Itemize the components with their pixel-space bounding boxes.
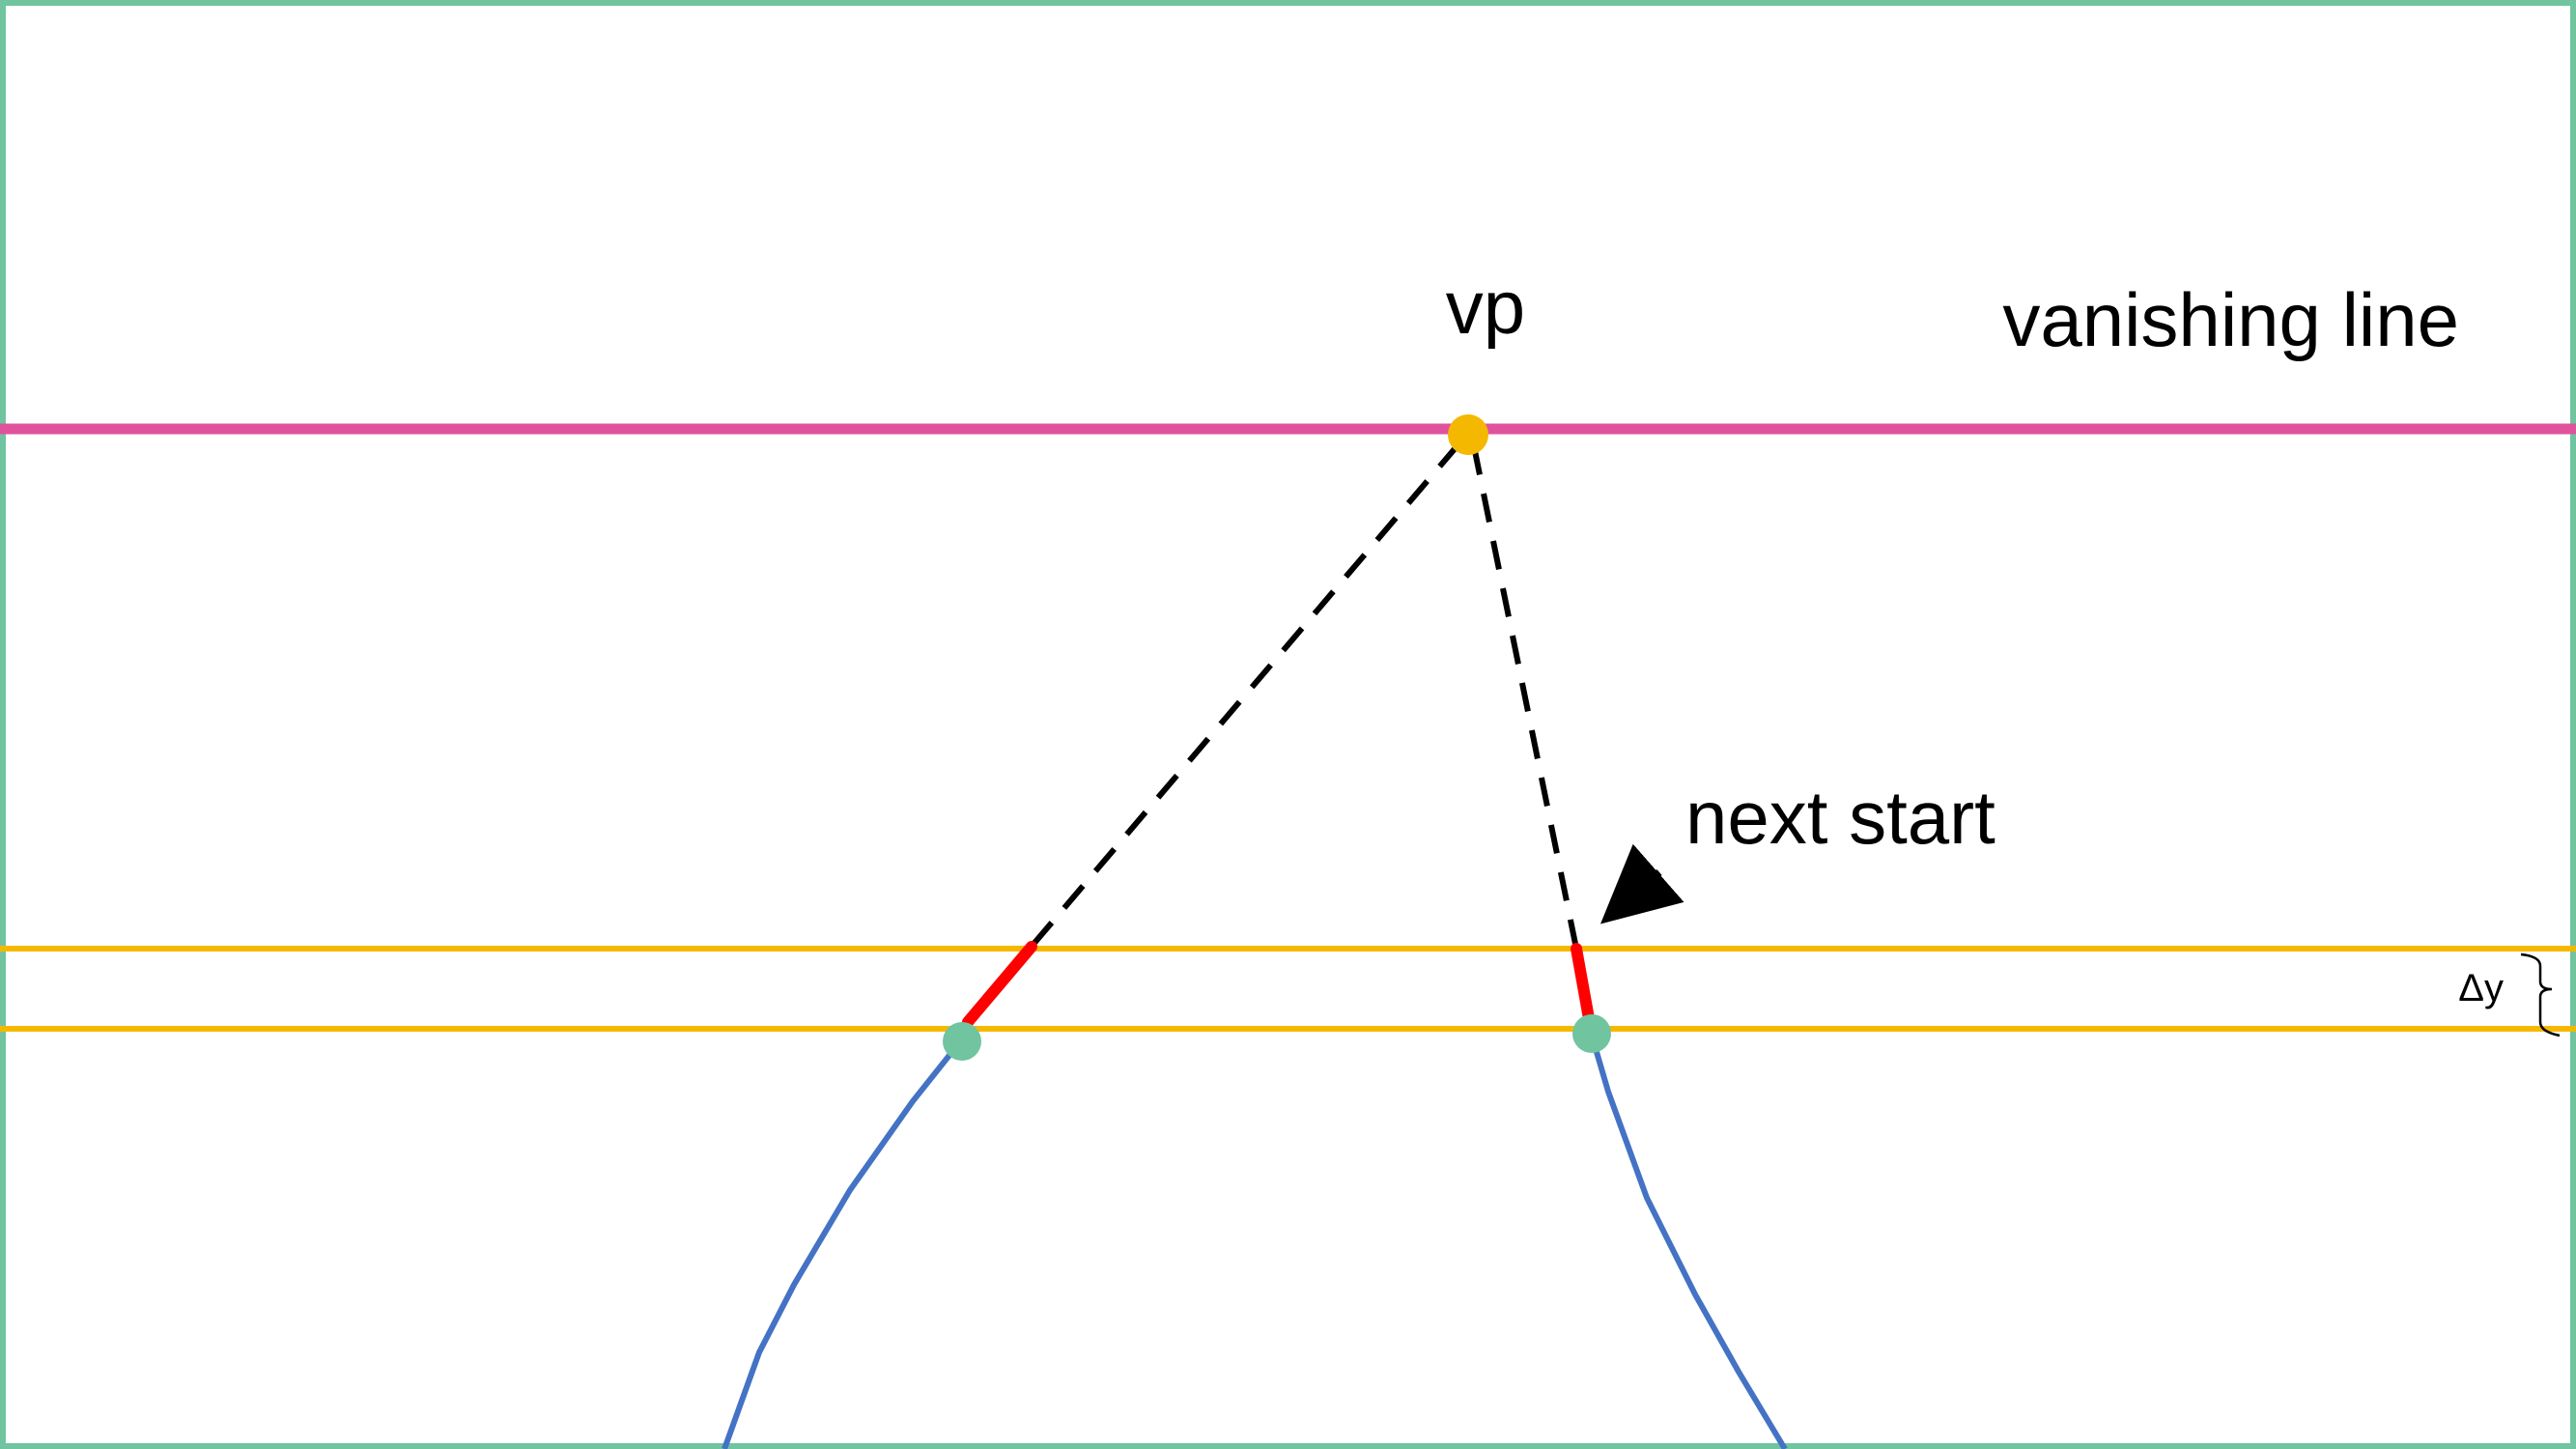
vp-label: vp — [1446, 265, 1525, 350]
delta-y-label: Δy — [2458, 967, 2504, 1009]
anchor-point-right — [1572, 1014, 1611, 1053]
vanishing-point — [1448, 414, 1488, 455]
lane-curve-right — [1589, 1035, 1788, 1449]
next-start-label: next start — [1685, 775, 1996, 860]
segment-left — [962, 941, 1037, 1028]
anchor-point-left — [943, 1022, 981, 1061]
dashed-ray-left — [1027, 442, 1461, 951]
next-start-arrow — [1599, 843, 1684, 924]
vanishing-line-label: vanishing line — [2002, 277, 2459, 362]
dashed-ray-right — [1471, 445, 1579, 950]
delta-y-brace — [2520, 952, 2561, 1037]
segment-right — [1571, 943, 1596, 1030]
lane-curve-left — [722, 1037, 965, 1449]
